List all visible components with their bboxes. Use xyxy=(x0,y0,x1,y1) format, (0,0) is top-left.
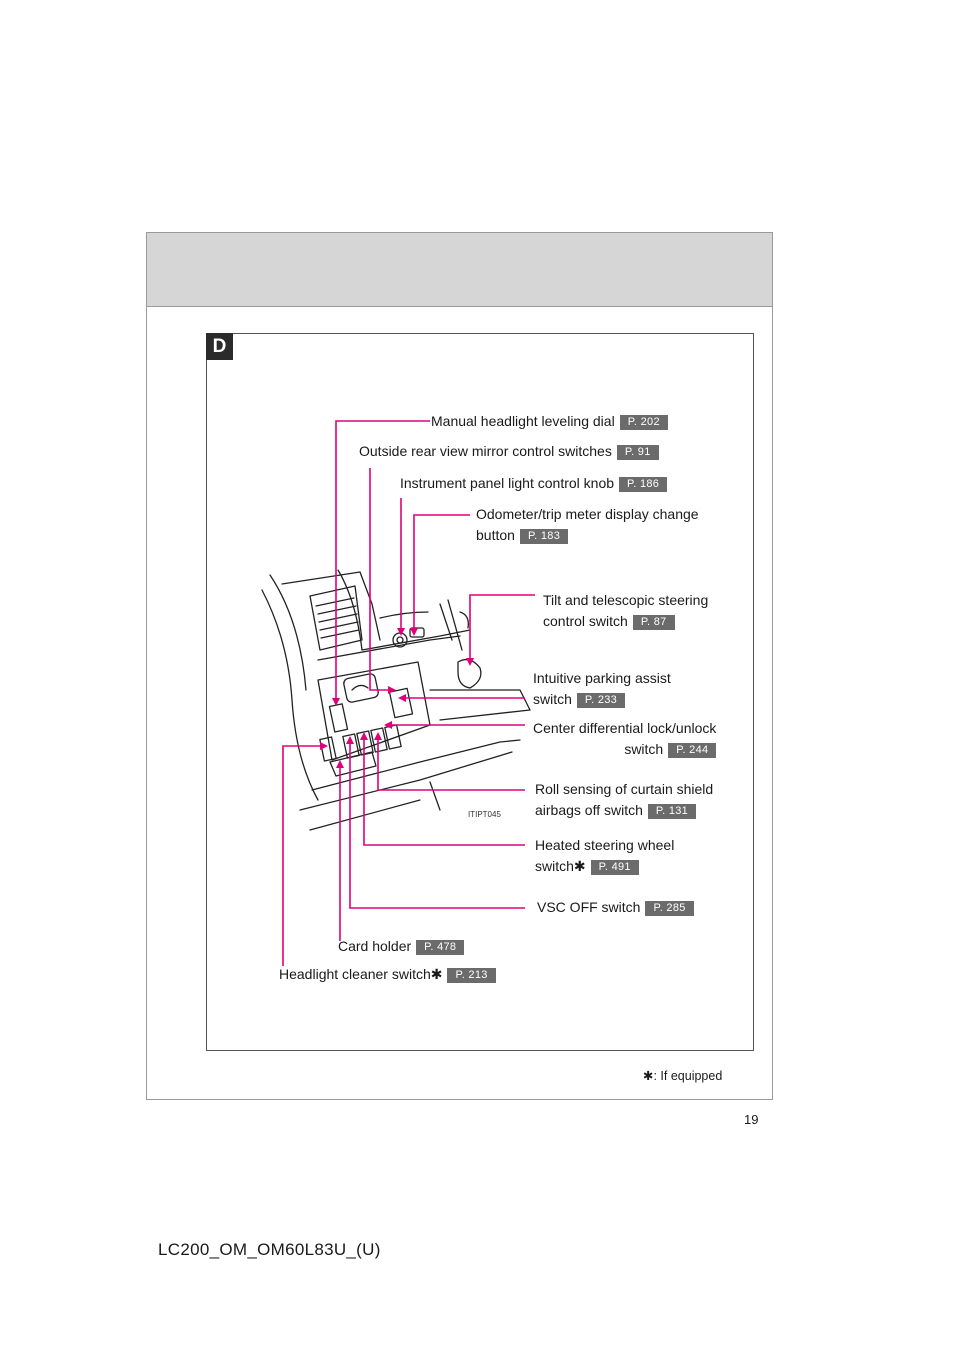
label-line: control switch xyxy=(543,613,628,629)
label-line: airbags off switch xyxy=(535,802,643,818)
diagram-box xyxy=(206,333,754,1051)
label-headlight-leveling: Manual headlight leveling dial P. 202 xyxy=(431,411,668,432)
label-text: Manual headlight leveling dial xyxy=(431,413,615,429)
label-line: Roll sensing of curtain shield xyxy=(535,781,714,797)
label-text: Instrument panel light control knob xyxy=(400,475,615,491)
illustration-code: ITIPT045 xyxy=(468,810,501,819)
label-text: VSC OFF switch xyxy=(537,899,641,915)
label-heated-wheel: Heated steering wheel switch✱ P. 491 xyxy=(535,835,674,877)
footnote-text: : If equipped xyxy=(653,1069,723,1083)
document-code: LC200_OM_OM60L83U_(U) xyxy=(158,1240,381,1259)
label-parking-assist: Intuitive parking assist switch P. 233 xyxy=(533,668,671,710)
label-line: Intuitive parking assist xyxy=(533,670,671,686)
label-text: Card holder xyxy=(338,938,412,954)
page-ref-tag: P. 478 xyxy=(416,940,465,955)
dashboard-illustration xyxy=(261,569,531,831)
page-frame xyxy=(146,232,773,1100)
label-line: button xyxy=(476,527,515,543)
label-tilt-telescopic: Tilt and telescopic steering control swi… xyxy=(543,590,708,632)
page-ref-tag: P. 87 xyxy=(632,615,675,630)
page-ref-tag: P. 186 xyxy=(619,477,668,492)
leader-headlight-cleaner xyxy=(282,745,322,966)
page-ref-tag: P. 131 xyxy=(647,804,697,819)
leader-roll-sensing xyxy=(377,738,525,791)
section-badge: D xyxy=(206,333,233,360)
page-ref-tag: P. 244 xyxy=(668,743,717,758)
label-odometer-button: Odometer/trip meter display change butto… xyxy=(476,504,699,546)
label-line: Odometer/trip meter display change xyxy=(476,506,699,522)
footnote: ✱: If equipped xyxy=(643,1068,722,1083)
page-ref-tag: P. 491 xyxy=(590,860,639,875)
leader-arrowheads xyxy=(320,628,474,768)
header-band xyxy=(147,233,772,307)
if-equipped-marker: ✱ xyxy=(573,858,586,874)
label-line: Tilt and telescopic steering xyxy=(543,592,709,608)
label-text: Outside rear view mirror control switche… xyxy=(359,443,612,459)
label-line: switch xyxy=(624,741,664,757)
label-mirror-switches: Outside rear view mirror control switche… xyxy=(359,441,659,462)
label-line: Heated steering wheel xyxy=(535,837,675,853)
label-center-diff: Center differential lock/unlock switch P.… xyxy=(533,718,717,760)
page-ref-tag: P. 285 xyxy=(645,901,694,916)
label-line: Center differential lock/unlock xyxy=(533,720,717,736)
if-equipped-marker: ✱ xyxy=(643,1069,654,1083)
page-number: 19 xyxy=(744,1112,759,1127)
leader-headlight-leveling xyxy=(335,420,430,700)
label-line: switch xyxy=(533,691,572,707)
page-ref-tag: P. 91 xyxy=(616,445,659,460)
leader-mirror-switches xyxy=(369,468,390,691)
label-vsc-off: VSC OFF switch P. 285 xyxy=(537,897,694,918)
if-equipped-marker: ✱ xyxy=(430,966,443,982)
leader-tilt xyxy=(469,594,535,660)
label-card-holder: Card holder P. 478 xyxy=(338,936,465,957)
label-line: switch xyxy=(535,858,574,874)
leader-heated xyxy=(363,738,525,846)
label-roll-sensing: Roll sensing of curtain shield airbags o… xyxy=(535,779,713,821)
page-ref-tag: P. 202 xyxy=(619,415,668,430)
label-text: Headlight cleaner switch xyxy=(279,966,431,982)
page-ref-tag: P. 233 xyxy=(576,693,626,708)
label-panel-light-knob: Instrument panel light control knob P. 18… xyxy=(400,473,668,494)
page-ref-tag: P. 183 xyxy=(519,529,569,544)
leader-vsc xyxy=(349,742,525,909)
label-headlight-cleaner: Headlight cleaner switch✱ P. 213 xyxy=(279,964,496,985)
leader-lines xyxy=(282,420,535,966)
page-ref-tag: P. 213 xyxy=(447,968,496,983)
leader-odometer xyxy=(413,514,470,630)
